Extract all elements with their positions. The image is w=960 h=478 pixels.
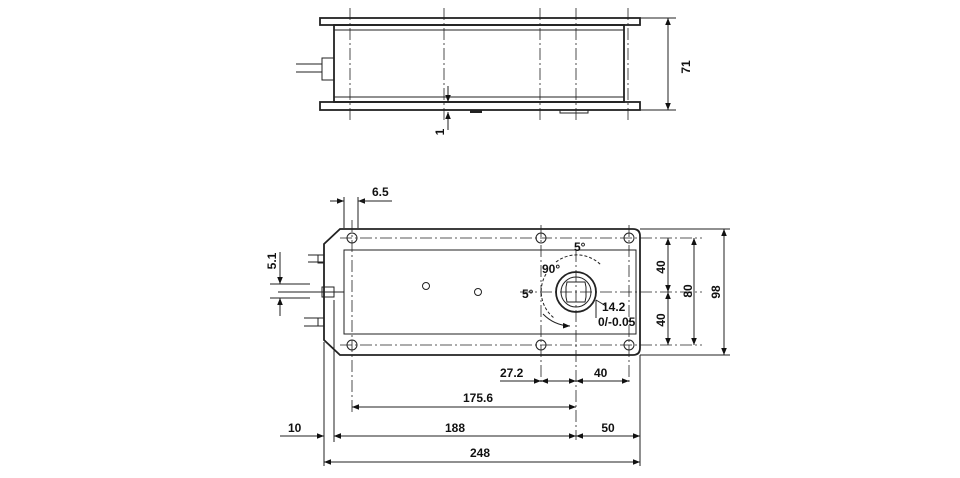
dim-overall-height: 71: [679, 60, 693, 74]
dim-shaft-tolerance: 0/-0.05: [598, 315, 636, 329]
dim-hole-to-shaft: 27.2: [500, 366, 524, 380]
dim-overall-length: 248: [470, 446, 490, 460]
dim-lower-half: 40: [654, 313, 668, 327]
dim-hole-to-shaft-long: 175.6: [463, 391, 493, 405]
dim-angle-small-left: 5°: [522, 287, 534, 301]
dim-edge-to-shaft: 188: [445, 421, 465, 435]
dim-base-gap: 1: [433, 128, 447, 135]
dim-angle-small-top: 5°: [574, 240, 586, 254]
dim-shaft-size: 14.2: [602, 300, 626, 314]
dim-shaft-to-hole: 40: [594, 366, 608, 380]
dim-hole-offset: 6.5: [372, 185, 389, 199]
dim-angle-rotation: 90°: [542, 262, 560, 276]
dim-connector-offset: 10: [288, 421, 302, 435]
front-view: 6.5 5.1 40 40 80 98 5° 90° 5° 14.2 0/-0.…: [265, 185, 730, 466]
dim-upper-half: 40: [654, 260, 668, 274]
dim-shaft-to-edge: 50: [601, 421, 615, 435]
side-view: 71 1: [296, 8, 693, 135]
dim-body-height: 98: [709, 285, 723, 299]
dim-connector-pitch: 5.1: [265, 252, 279, 269]
dim-hole-span: 80: [681, 284, 695, 298]
